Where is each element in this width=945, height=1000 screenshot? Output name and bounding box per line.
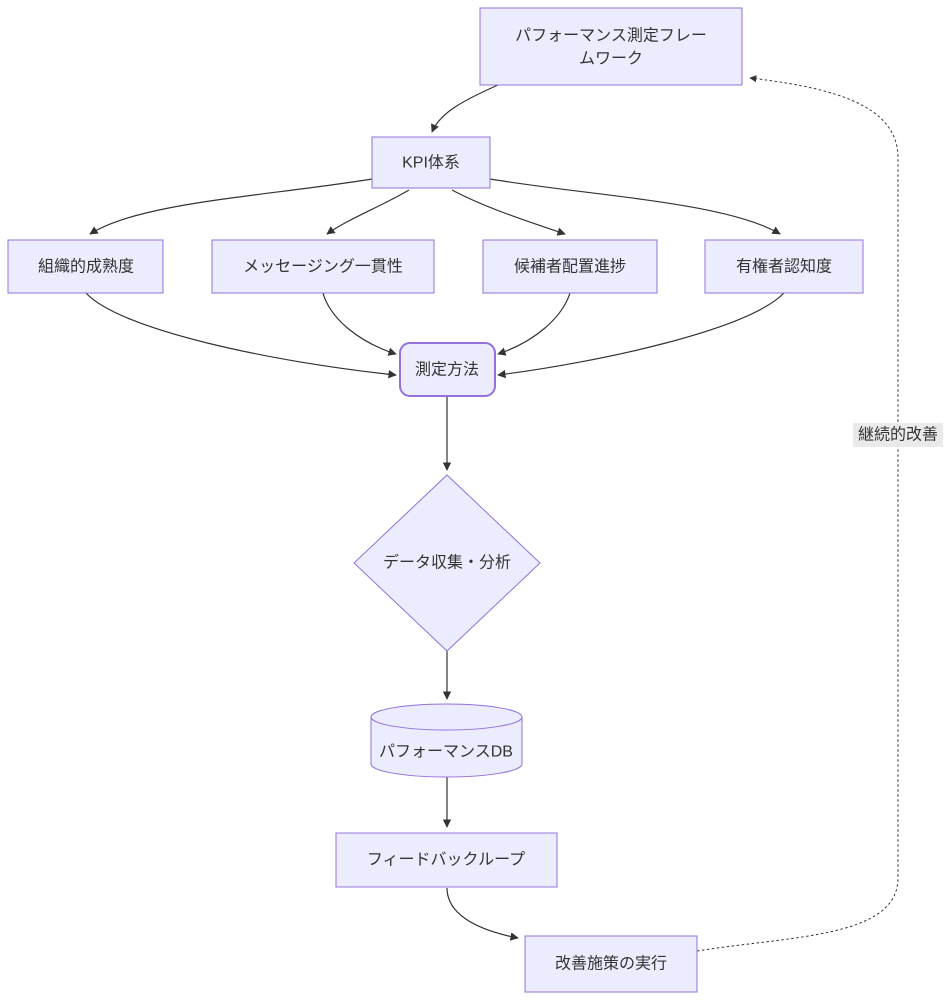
edge-label-bg [853, 423, 943, 447]
node-messaging: メッセージング一貫性 [211, 239, 435, 294]
node-kpi-box [371, 136, 491, 189]
node-voter-box [704, 239, 864, 294]
edge-feedback-to-improve [446, 887, 519, 941]
node-database: パフォーマンスDB [370, 703, 523, 778]
node-analysis: データ収集・分析 [353, 474, 541, 652]
node-kpi-label: KPI体系 [402, 154, 460, 172]
node-framework-label-line1: パフォーマンス測定フレー [515, 27, 707, 45]
node-kpi: KPI体系 [371, 136, 491, 189]
edge-improve-to-framework [696, 75, 899, 952]
node-maturity-box [7, 239, 164, 294]
edge-kpi-to-candidate [451, 189, 566, 236]
node-method-box [399, 342, 496, 397]
node-database-label: パフォーマンスDB [379, 744, 513, 761]
edge-voter-to-method [497, 292, 785, 379]
node-framework-label-line2: ムワーク [579, 50, 643, 68]
node-candidate: 候補者配置進捗 [482, 239, 658, 294]
node-maturity: 組織的成熟度 [7, 239, 164, 294]
edge-maturity-to-method [85, 292, 397, 379]
node-candidate-label: 候補者配置進捗 [514, 258, 626, 276]
node-improve: 改善施策の実行 [524, 935, 698, 993]
edge-framework-to-kpi [431, 84, 499, 133]
edge-candidate-to-method [497, 292, 571, 356]
node-analysis-diamond [353, 474, 541, 652]
node-maturity-label: 組織的成熟度 [38, 258, 134, 276]
edge-messaging-to-method [322, 292, 397, 356]
node-method: 測定方法 [399, 342, 496, 397]
node-database-cylinder [370, 703, 523, 778]
node-voter-label: 有権者認知度 [736, 258, 832, 276]
node-framework-box [479, 7, 743, 86]
node-messaging-box [211, 239, 435, 294]
node-feedback: フィードバックループ [335, 832, 558, 888]
node-feedback-box [335, 832, 558, 888]
edges [85, 75, 899, 952]
node-messaging-label: メッセージング一貫性 [243, 258, 403, 276]
node-analysis-label: データ収集・分析 [383, 553, 511, 572]
node-candidate-box [482, 239, 658, 294]
edge-kpi-to-maturity [89, 178, 373, 235]
node-feedback-label: フィードバックループ [367, 851, 525, 869]
edge-label-text: 継続的改善 [858, 426, 938, 444]
node-voter: 有権者認知度 [704, 239, 864, 294]
node-framework: パフォーマンス測定フレー ムワーク [479, 7, 743, 86]
edge-label-continuous-improvement: 継続的改善 [853, 423, 943, 447]
edge-kpi-to-voter [489, 178, 781, 235]
edge-kpi-to-messaging [326, 189, 410, 235]
node-method-label: 測定方法 [415, 361, 479, 379]
node-improve-label: 改善施策の実行 [555, 955, 667, 973]
node-improve-box [524, 935, 698, 993]
